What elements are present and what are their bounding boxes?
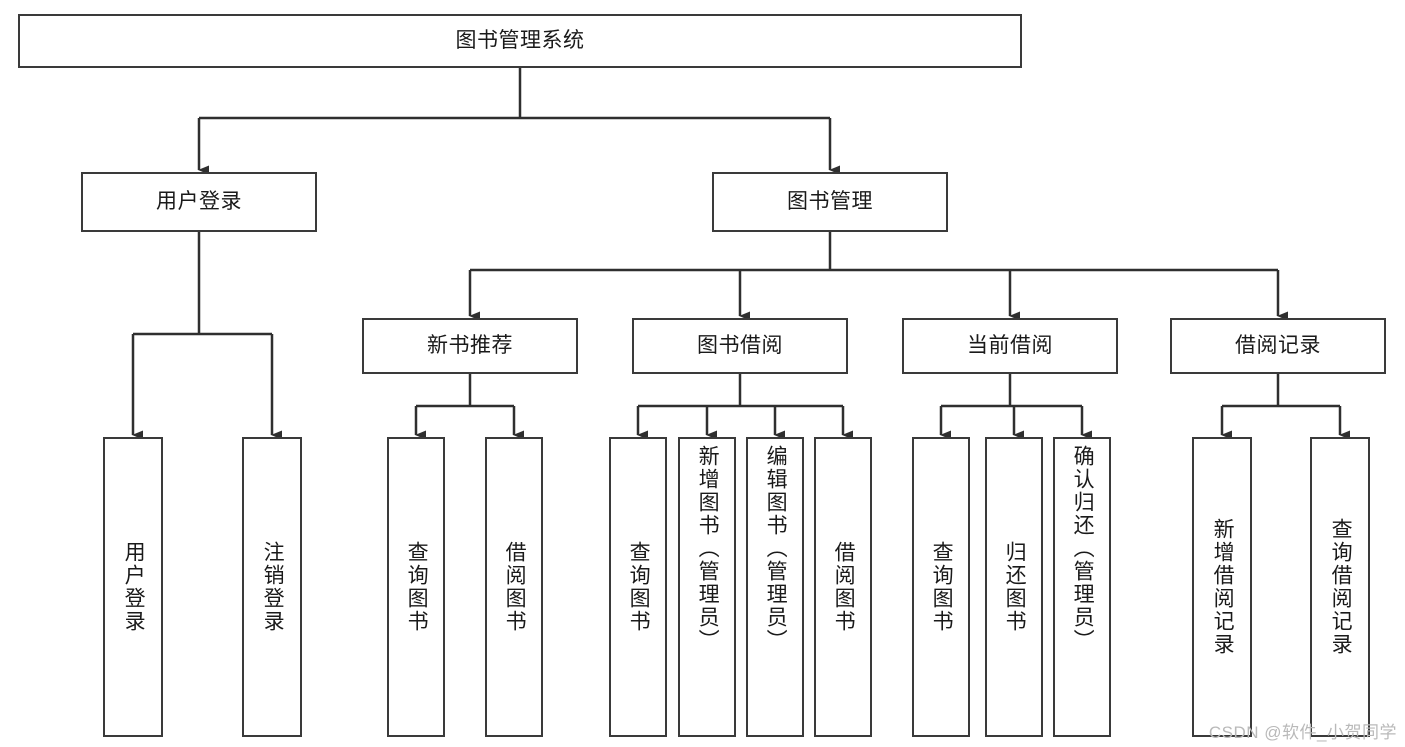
node-leaf-borrow-book-1[interactable]: 借阅图书 xyxy=(485,437,543,737)
watermark-text: CSDN @软件_小贺同学 xyxy=(1208,723,1397,742)
node-label: 图书管理 xyxy=(787,190,873,214)
node-leaf-add-book[interactable]: 新增图书（管理员） xyxy=(678,437,736,737)
node-label: 查询借阅记录 xyxy=(1329,518,1353,656)
node-label: 新增借阅记录 xyxy=(1211,518,1235,656)
node-current-borrow[interactable]: 当前借阅 xyxy=(902,318,1118,374)
node-leaf-confirm-return[interactable]: 确认归还（管理员） xyxy=(1053,437,1111,737)
node-label: 注销登录 xyxy=(261,541,285,633)
node-new-book-rec[interactable]: 新书推荐 xyxy=(362,318,578,374)
node-root[interactable]: 图书管理系统 xyxy=(18,14,1022,68)
node-label: 图书借阅 xyxy=(697,334,783,358)
node-leaf-logout[interactable]: 注销登录 xyxy=(242,437,302,737)
node-label: 用户登录 xyxy=(122,541,146,633)
node-label: 查询图书 xyxy=(930,541,954,633)
node-leaf-add-record[interactable]: 新增借阅记录 xyxy=(1192,437,1252,737)
node-label: 用户登录 xyxy=(156,190,242,214)
node-book-manage[interactable]: 图书管理 xyxy=(712,172,948,232)
node-user-login[interactable]: 用户登录 xyxy=(81,172,317,232)
node-label: 借阅图书 xyxy=(832,541,856,633)
node-label: 查询图书 xyxy=(627,541,651,633)
node-leaf-query-book-2[interactable]: 查询图书 xyxy=(609,437,667,737)
node-borrow-record[interactable]: 借阅记录 xyxy=(1170,318,1386,374)
node-leaf-edit-book[interactable]: 编辑图书（管理员） xyxy=(746,437,804,737)
node-label: 确认归还（管理员） xyxy=(1071,445,1095,652)
node-leaf-query-record[interactable]: 查询借阅记录 xyxy=(1310,437,1370,737)
node-label: 当前借阅 xyxy=(967,334,1053,358)
node-leaf-borrow-book-2[interactable]: 借阅图书 xyxy=(814,437,872,737)
node-label: 借阅图书 xyxy=(503,541,527,633)
node-book-borrow[interactable]: 图书借阅 xyxy=(632,318,848,374)
node-label: 图书管理系统 xyxy=(455,29,585,53)
node-label: 查询图书 xyxy=(405,541,429,633)
node-label: 归还图书 xyxy=(1003,541,1027,633)
node-label: 新书推荐 xyxy=(427,334,513,358)
node-leaf-user-login[interactable]: 用户登录 xyxy=(103,437,163,737)
node-leaf-return-book[interactable]: 归还图书 xyxy=(985,437,1043,737)
node-label: 编辑图书（管理员） xyxy=(764,445,788,652)
node-leaf-query-book-3[interactable]: 查询图书 xyxy=(912,437,970,737)
node-label: 新增图书（管理员） xyxy=(696,445,720,652)
node-label: 借阅记录 xyxy=(1235,334,1321,358)
node-leaf-query-book-1[interactable]: 查询图书 xyxy=(387,437,445,737)
